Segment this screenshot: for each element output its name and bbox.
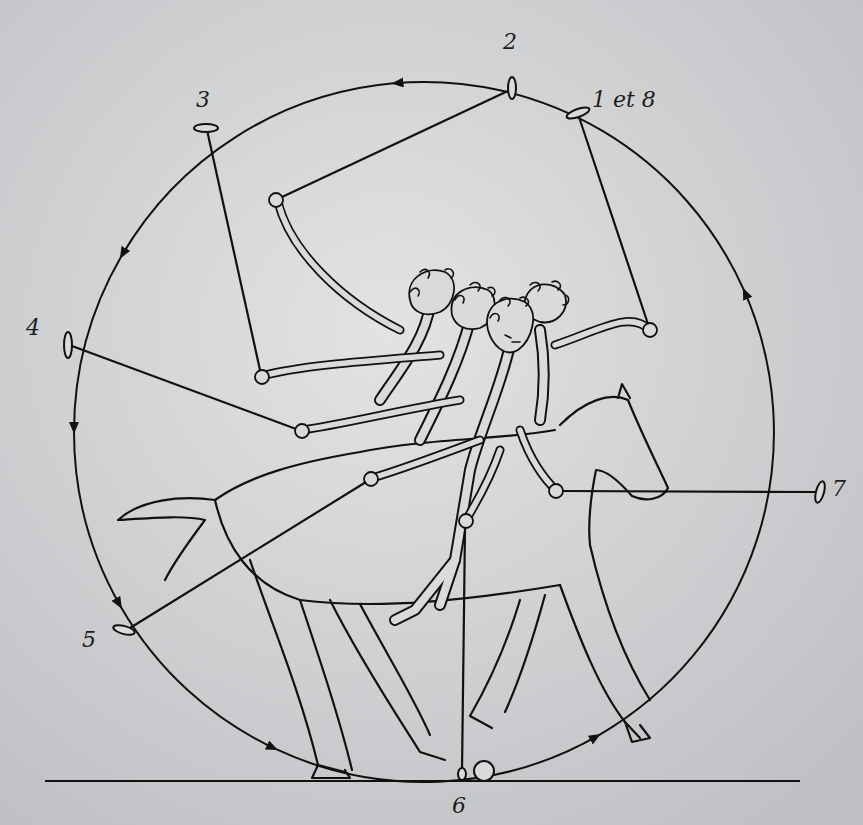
callout-number: 2 [503,30,517,54]
mallet-shafts [72,90,816,772]
callout-number: 3 [196,88,210,112]
mallet-heads [64,77,827,780]
rider [255,193,657,620]
callout-number: 6 [452,794,466,818]
ball [474,761,494,781]
callout-number: 5 [82,628,96,652]
callout-number: 1 et 8 [592,88,656,112]
horse [118,384,668,778]
swing-circle [74,82,774,782]
callout-number: 7 [832,477,846,501]
callout-number: 4 [26,316,40,340]
